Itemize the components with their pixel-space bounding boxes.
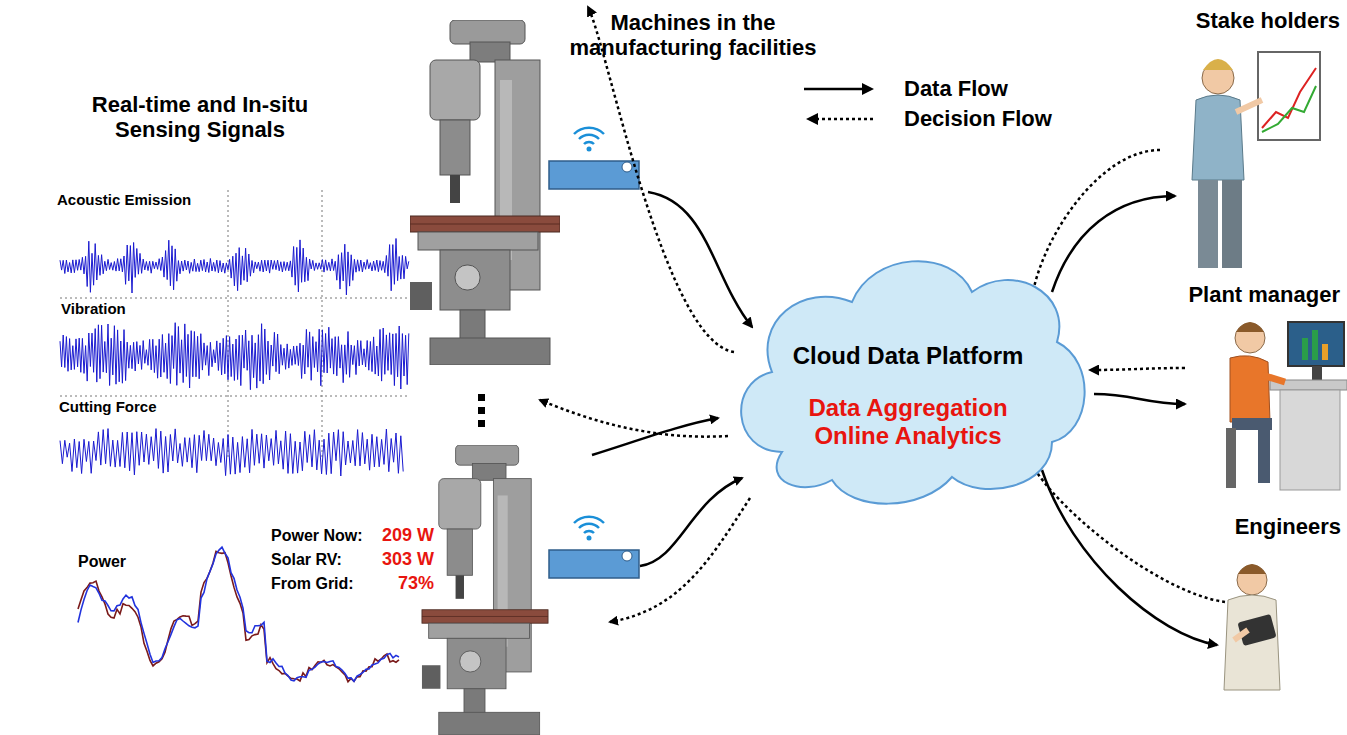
grid-lines [60, 190, 410, 460]
node-heading: Machines in the manufacturing facilities [548, 10, 838, 61]
data-flow-sample [800, 77, 880, 101]
data-flow-arrow [1052, 196, 1175, 292]
sample-head [862, 83, 874, 95]
decision-flow-arrow [1032, 150, 1160, 297]
stakeholder-figure [1192, 52, 1320, 268]
legend-text: Data Flow [904, 76, 1008, 101]
legend-text: Decision Flow [904, 106, 1052, 131]
sample-line [804, 87, 864, 90]
milling-machine [410, 20, 560, 365]
actor-node: Machines in the manufacturing facilities [548, 6, 838, 192]
actor-node: Engineers [1195, 514, 1345, 696]
signal-waveforms [60, 239, 409, 682]
plant-manager-figure [1226, 322, 1347, 490]
signal-name: Power Now: [271, 527, 363, 545]
signal-name: From Grid: [271, 575, 354, 593]
force-waveform [60, 429, 403, 476]
sample-line [816, 117, 876, 120]
actor-node: Stake holders [1160, 8, 1344, 280]
node-heading: Stake holders [1160, 8, 1344, 33]
decision-flow-arrow [1090, 368, 1185, 370]
engineer-figure [1224, 564, 1280, 690]
data-flow-arrow [1042, 470, 1217, 645]
machine-flows [540, 400, 750, 622]
acoustic-waveform [60, 239, 409, 295]
signal-name: Acoustic Emission [57, 191, 191, 208]
signal-name: Vibration [61, 300, 126, 317]
section-title: Real-time and In-situ Sensing Signals [55, 92, 345, 143]
decision-flow-arrow [1032, 464, 1225, 602]
power-curve [78, 547, 399, 681]
cloud-shape [741, 261, 1084, 503]
power-curve [78, 551, 399, 681]
node-heading: Cloud Data Platform [793, 342, 1024, 370]
node-heading: Plant manager [1185, 282, 1344, 307]
sample-head [806, 113, 818, 125]
signal-name: Cutting Force [59, 398, 157, 415]
cloud-platform: Cloud Data PlatformData Aggregation Onli… [722, 222, 1094, 512]
milling-machine [422, 445, 548, 735]
node-body: Data Aggregation Online Analytics [783, 394, 1033, 449]
data-flow-arrow [1094, 394, 1185, 404]
reading-value: 209 W [350, 525, 434, 546]
node-heading: Engineers [1195, 514, 1345, 539]
vibration-waveform [60, 323, 409, 390]
reading-value: 73% [350, 573, 434, 594]
signal-name: Solar RV: [271, 551, 342, 569]
legend-row: Decision Flow [800, 106, 1052, 131]
ellipsis-dots [478, 394, 485, 427]
decision-flow-sample [800, 107, 880, 131]
sensor-unit [549, 517, 639, 578]
legend-row: Data Flow [800, 76, 1008, 101]
signal-name: Power [78, 553, 126, 571]
actor-node: Plant manager [1185, 282, 1344, 494]
reading-value: 303 W [350, 549, 434, 570]
data-flow-arrow [648, 192, 752, 327]
